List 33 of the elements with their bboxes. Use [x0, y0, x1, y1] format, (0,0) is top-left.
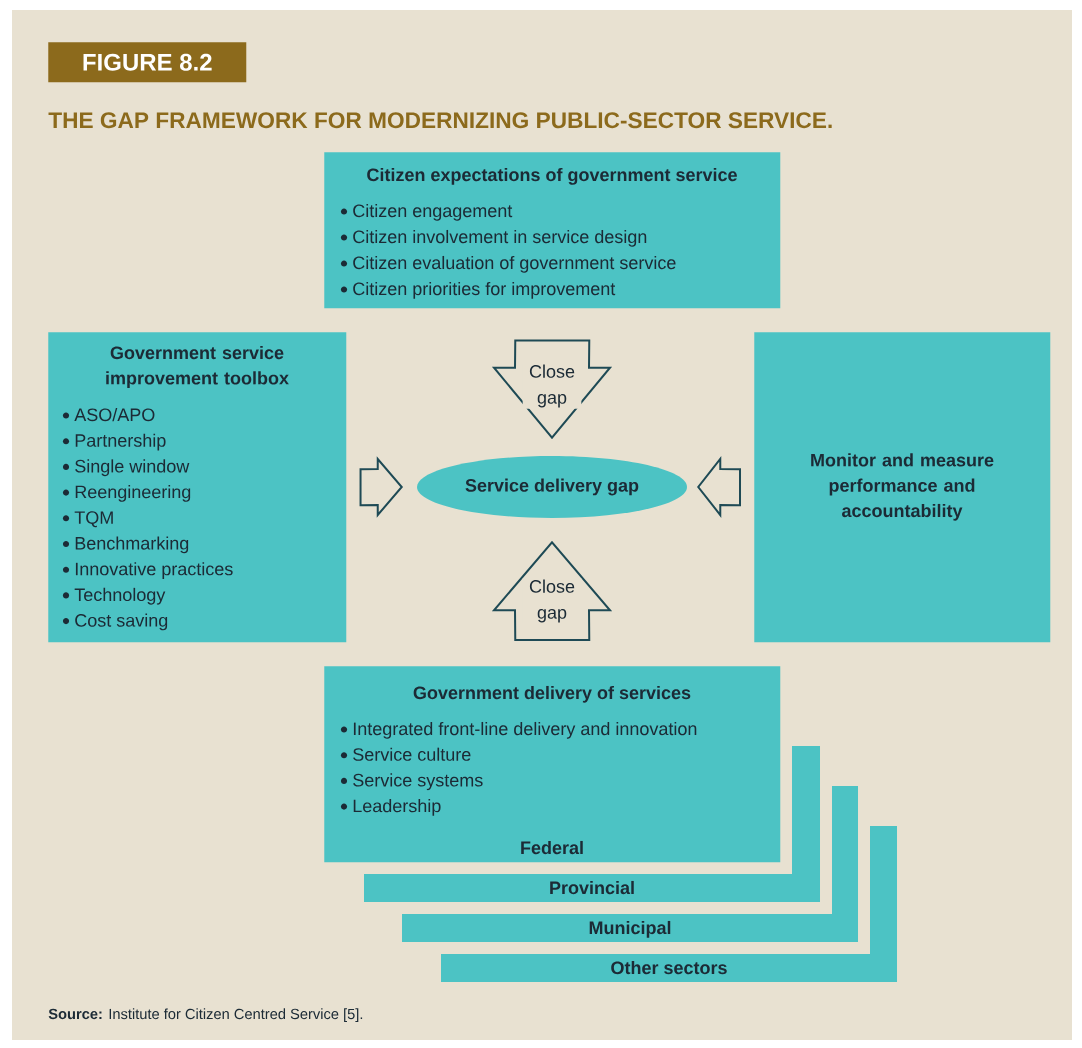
- bullet-item: TQM: [62, 511, 113, 528]
- edge-label: Close gap: [522, 363, 582, 409]
- box-heading: Government delivery of services: [413, 685, 691, 703]
- edge-label: Close gap: [522, 578, 582, 624]
- bullet-item: Citizen evaluation of government service: [340, 255, 676, 273]
- info-box: [754, 332, 1051, 643]
- info-box: [324, 666, 781, 863]
- bullet-item: Single window: [62, 459, 190, 477]
- bullet-item: Innovative practices: [62, 562, 233, 579]
- bullet-item: Technology: [62, 587, 166, 605]
- box-heading: Monitor and measure performance and accountability: [811, 453, 994, 521]
- node-label: Other sectors: [611, 960, 727, 975]
- bullet-item: Integrated front-line delivery and innovation: [340, 721, 697, 739]
- bullet-item: Citizen priorities for improvement: [340, 281, 616, 299]
- info-box: [324, 152, 781, 309]
- info-box: [48, 332, 347, 643]
- figure-title: THE GAP FRAMEWORK FOR MODERNIZING PUBLIC-SECTOR SERVICE.: [48, 112, 832, 129]
- level-label: Federal: [521, 840, 583, 855]
- block-arrow: [697, 456, 741, 518]
- node-label: Provincial: [550, 880, 634, 895]
- bullet-item: Citizen engagement: [340, 203, 513, 221]
- bullet-item: Reengineering: [62, 485, 191, 502]
- figure-badge: FIGURE 8.2: [48, 42, 247, 83]
- node-label: Municipal: [589, 920, 671, 938]
- box-heading: Citizen expectations of government service: [367, 167, 737, 185]
- box-heading: Government service improvement toolbox: [106, 345, 289, 389]
- bullet-item: Cost saving: [62, 613, 168, 631]
- source-note: Source: Institute for Citizen Centred Service [5].: [48, 1008, 363, 1023]
- block-arrow: [359, 456, 404, 518]
- bullet-item: Benchmarking: [62, 536, 189, 554]
- bullet-item: Citizen involvement in service design: [340, 229, 647, 247]
- bullet-item: Partnership: [62, 433, 166, 451]
- bullet-item: ASO/APO: [62, 407, 155, 422]
